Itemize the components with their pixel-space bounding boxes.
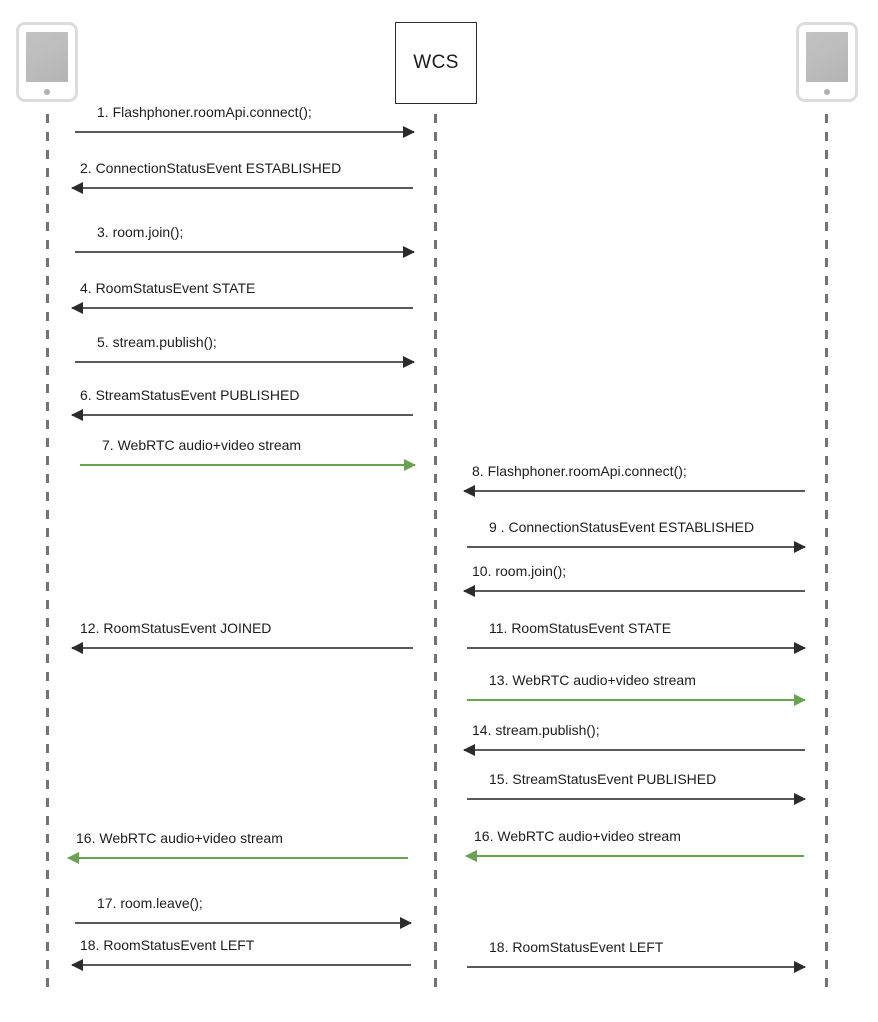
- actor-right-tablet: [796, 22, 858, 102]
- arrowhead-right-icon: [794, 642, 806, 654]
- arrowhead-right-icon: [404, 459, 416, 471]
- arrowhead-left-icon: [463, 585, 475, 597]
- message-label: 9 . ConnectionStatusEvent ESTABLISHED: [489, 519, 755, 535]
- message-label: 15. StreamStatusEvent PUBLISHED: [489, 771, 717, 787]
- lifeline-server: [434, 114, 437, 994]
- message-label: 16. WebRTC audio+video stream: [76, 830, 283, 846]
- arrowhead-left-icon: [463, 744, 475, 756]
- message-line: [72, 647, 413, 649]
- tablet-home-button-icon: [44, 89, 50, 95]
- arrowhead-left-icon: [71, 959, 83, 971]
- arrowhead-right-icon: [403, 356, 415, 368]
- message-label: 5. stream.publish();: [97, 334, 217, 350]
- message-line: [80, 464, 415, 466]
- tablet-screen-icon: [806, 32, 848, 82]
- message-label: 1. Flashphoner.roomApi.connect();: [97, 104, 312, 120]
- arrowhead-right-icon: [794, 961, 806, 973]
- message-line: [467, 647, 805, 649]
- arrowhead-right-icon: [403, 126, 415, 138]
- message-label: 11. RoomStatusEvent STATE: [489, 620, 672, 636]
- message-line: [72, 187, 413, 189]
- message-line: [464, 590, 805, 592]
- message-label: 18. RoomStatusEvent LEFT: [80, 937, 255, 953]
- message-line: [467, 798, 805, 800]
- actor-left-tablet: [16, 22, 78, 102]
- actor-server-wcs: WCS: [395, 22, 477, 104]
- message-label: 3. room.join();: [97, 224, 184, 240]
- tablet-home-button-icon: [824, 89, 830, 95]
- message-label: 10. room.join();: [472, 563, 567, 579]
- message-label: 4. RoomStatusEvent STATE: [80, 280, 256, 296]
- message-line: [68, 857, 408, 859]
- message-line: [75, 361, 414, 363]
- message-line: [75, 922, 411, 924]
- arrowhead-left-icon: [71, 182, 83, 194]
- message-line: [72, 307, 413, 309]
- server-label: WCS: [413, 52, 459, 73]
- arrowhead-right-icon: [794, 793, 806, 805]
- message-line: [467, 966, 805, 968]
- message-label: 18. RoomStatusEvent LEFT: [489, 939, 664, 955]
- arrowhead-left-icon: [465, 850, 477, 862]
- arrowhead-left-icon: [71, 302, 83, 314]
- arrowhead-right-icon: [794, 541, 806, 553]
- message-line: [467, 699, 805, 701]
- message-line: [467, 546, 805, 548]
- arrowhead-left-icon: [463, 485, 475, 497]
- message-line: [75, 251, 414, 253]
- arrowhead-left-icon: [67, 852, 79, 864]
- message-line: [75, 131, 414, 133]
- message-label: 13. WebRTC audio+video stream: [489, 672, 696, 688]
- message-label: 8. Flashphoner.roomApi.connect();: [472, 463, 687, 479]
- arrowhead-right-icon: [400, 917, 412, 929]
- tablet-screen-icon: [26, 32, 68, 82]
- message-line: [72, 414, 413, 416]
- message-label: 14. stream.publish();: [472, 722, 600, 738]
- message-line: [464, 749, 805, 751]
- message-label: 16. WebRTC audio+video stream: [474, 828, 681, 844]
- lifeline-right-tablet: [825, 114, 828, 994]
- message-label: 17. room.leave();: [97, 895, 203, 911]
- arrowhead-left-icon: [71, 642, 83, 654]
- lifeline-left-tablet: [46, 114, 49, 994]
- message-line: [72, 964, 411, 966]
- arrowhead-right-icon: [794, 694, 806, 706]
- message-label: 2. ConnectionStatusEvent ESTABLISHED: [80, 160, 342, 176]
- message-label: 12. RoomStatusEvent JOINED: [80, 620, 272, 636]
- message-label: 6. StreamStatusEvent PUBLISHED: [80, 387, 300, 403]
- message-label: 7. WebRTC audio+video stream: [102, 437, 302, 453]
- message-line: [464, 490, 805, 492]
- message-line: [466, 855, 804, 857]
- arrowhead-left-icon: [71, 409, 83, 421]
- arrowhead-right-icon: [403, 246, 415, 258]
